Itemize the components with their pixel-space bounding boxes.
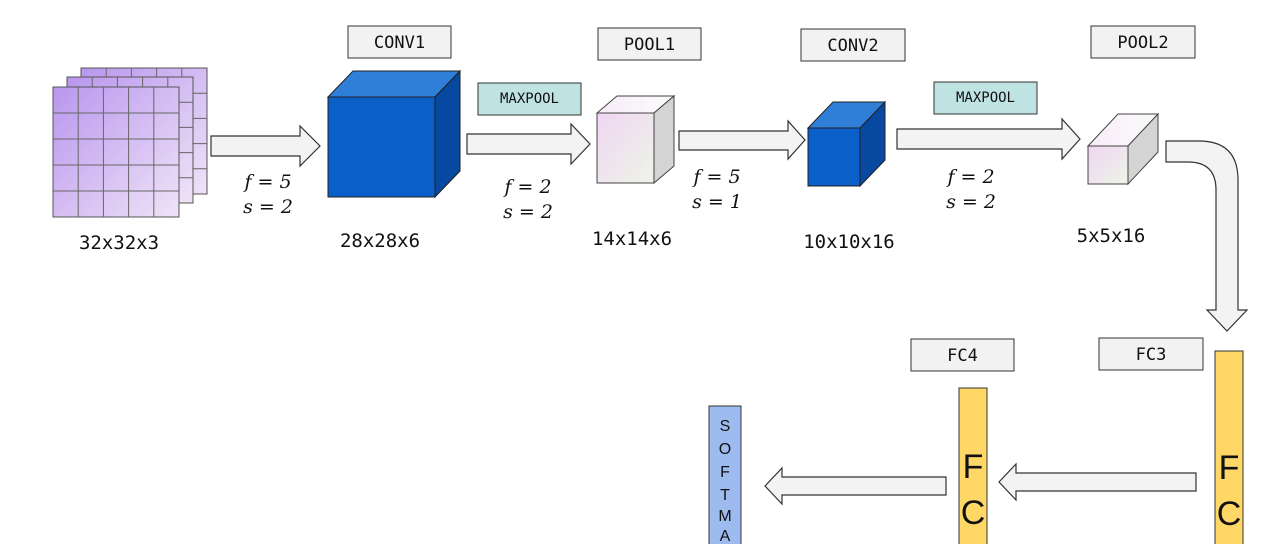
conv2-title-box: CONV2	[800, 28, 906, 62]
pool1-volume	[595, 94, 676, 185]
conv1-title-box: CONV1	[347, 25, 452, 59]
fc3-title-box: FC3	[1098, 337, 1204, 371]
input-dims-label: 32x32x3	[79, 232, 159, 254]
fc4-letter-f: F	[963, 448, 984, 486]
fc3-title: FC3	[1136, 345, 1167, 365]
fc4-title-box: FC4	[910, 338, 1015, 372]
pool1-title-box: POOL1	[597, 27, 702, 61]
arrow-conv2-to-pool2	[896, 117, 1081, 161]
conv2-volume	[806, 100, 887, 188]
conv1-title: CONV1	[374, 33, 425, 53]
pool1-param-s: s = 2	[503, 201, 553, 223]
softmax-letter: T	[720, 487, 730, 504]
pool2-title: POOL2	[1117, 33, 1168, 53]
fc3-letter-f: F	[1219, 449, 1240, 487]
pool2-title-box: POOL2	[1090, 25, 1196, 59]
maxpool1-badge: MAXPOOL	[477, 82, 582, 116]
softmax-letter: M	[718, 508, 731, 525]
pool1-title: POOL1	[624, 35, 675, 55]
maxpool2-label: MAXPOOL	[956, 90, 1015, 106]
fc4-title: FC4	[947, 346, 978, 366]
pool2-param-f: f = 2	[945, 166, 994, 188]
softmax-letter: S	[720, 418, 731, 435]
arrow-pool2-to-fc3	[1165, 140, 1249, 332]
pool2-volume	[1086, 112, 1160, 186]
arrow-fc4-to-softmax	[764, 466, 947, 506]
conv2-dims-label: 10x10x16	[803, 231, 895, 253]
arrow-conv1-to-pool1	[466, 122, 591, 166]
conv1-param-s: s = 2	[243, 196, 293, 218]
pool1-dims-label: 14x14x6	[592, 228, 672, 250]
pool2-param-s: s = 2	[946, 191, 996, 213]
input-volume	[52, 67, 208, 218]
softmax-letter: F	[720, 464, 730, 481]
conv2-param-s: s = 1	[692, 191, 742, 213]
fc4-bar: F C	[958, 387, 988, 544]
arrow-input-to-conv1	[210, 124, 321, 168]
fc3-bar: F C	[1214, 350, 1244, 544]
conv1-volume	[326, 69, 462, 199]
input-layer-front	[52, 86, 180, 218]
fc3-letter-c: C	[1217, 495, 1242, 533]
maxpool1-label: MAXPOOL	[500, 91, 559, 107]
arrow-pool1-to-conv2	[678, 119, 806, 161]
softmax-letter: A	[720, 528, 731, 544]
fc4-letter-c: C	[961, 494, 986, 532]
conv2-title: CONV2	[827, 36, 878, 56]
conv1-dims-label: 28x28x6	[340, 230, 420, 252]
maxpool2-badge: MAXPOOL	[933, 81, 1038, 115]
softmax-letter: O	[719, 441, 731, 458]
softmax-bar: S O F T M A	[708, 405, 742, 544]
pool1-param-f: f = 2	[502, 176, 551, 198]
conv1-param-f: f = 5	[242, 171, 291, 193]
pool2-dims-label: 5x5x16	[1077, 225, 1146, 247]
conv2-param-f: f = 5	[691, 166, 740, 188]
arrow-fc3-to-fc4	[998, 462, 1197, 502]
